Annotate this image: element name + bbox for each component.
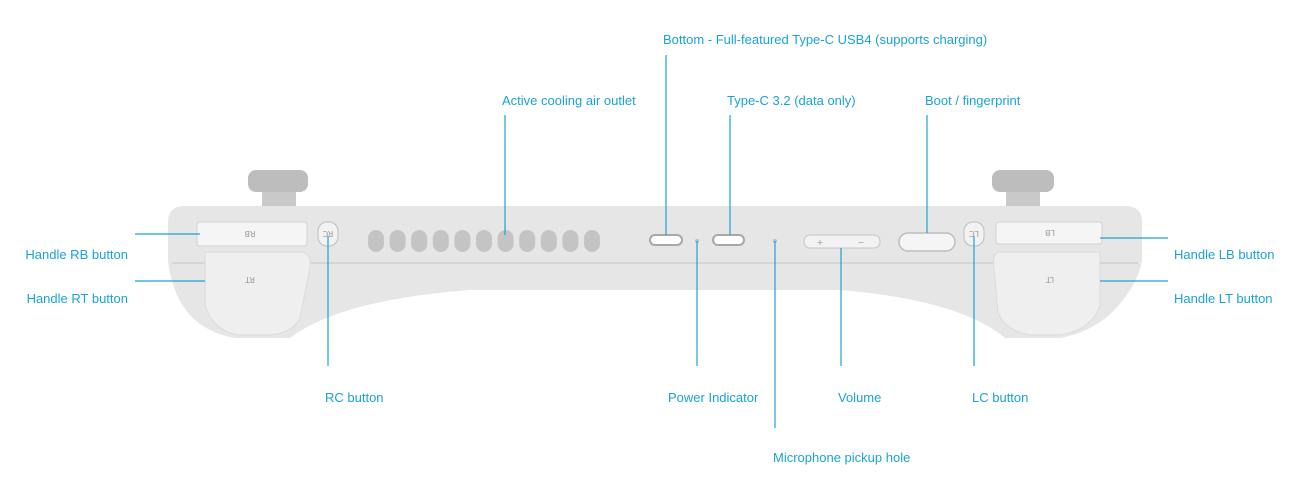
- label-mic: Microphone pickup hole: [773, 450, 911, 465]
- usb4-port[interactable]: [649, 234, 683, 246]
- volume-minus-marking: −: [858, 238, 865, 247]
- cooling-vent: [368, 230, 600, 252]
- label-volume: Volume: [838, 390, 882, 405]
- vent-slot: [519, 230, 536, 252]
- rb-marking: RB: [244, 229, 255, 238]
- lb-marking: LB: [1045, 228, 1055, 237]
- vent-slot: [411, 230, 428, 252]
- vent-slot: [368, 230, 384, 252]
- label-lc: LC button: [972, 390, 1029, 405]
- power-fingerprint-button[interactable]: [898, 232, 956, 252]
- vent-slot: [562, 230, 579, 252]
- rb-button[interactable]: RB: [196, 221, 308, 247]
- label-power: Power Indicator: [668, 390, 759, 405]
- typec32-port[interactable]: [712, 234, 745, 246]
- right-thumbstick: [248, 170, 308, 210]
- label-rb: Handle RB button: [25, 247, 128, 262]
- vent-slot: [454, 230, 471, 252]
- label-cooling: Active cooling air outlet: [502, 93, 636, 108]
- left-thumbstick: [992, 170, 1054, 210]
- lb-button[interactable]: LB: [995, 221, 1103, 245]
- label-lt: Handle LT button: [1174, 291, 1273, 306]
- lt-button[interactable]: LT: [993, 251, 1101, 336]
- vent-slot: [540, 230, 557, 252]
- label-typec32: Type-C 3.2 (data only): [727, 93, 856, 108]
- label-rt: Handle RT button: [26, 291, 128, 306]
- label-lb: Handle LB button: [1174, 247, 1275, 262]
- rt-button[interactable]: RT: [204, 251, 311, 336]
- volume-rocker[interactable]: + −: [803, 234, 881, 249]
- lt-marking: LT: [1046, 275, 1054, 284]
- rc-marking: RC: [322, 229, 333, 238]
- lc-marking: LC: [969, 229, 979, 238]
- volume-plus-marking: +: [817, 238, 824, 247]
- rt-marking: RT: [245, 275, 255, 284]
- vent-slot: [584, 230, 600, 252]
- vent-slot: [432, 230, 449, 252]
- vent-slot: [389, 230, 406, 252]
- label-boot: Boot / fingerprint: [925, 93, 1021, 108]
- label-rc: RC button: [325, 390, 384, 405]
- label-usb4: Bottom - Full-featured Type-C USB4 (supp…: [663, 32, 988, 47]
- vent-slot: [497, 230, 514, 252]
- vent-slot: [476, 230, 492, 252]
